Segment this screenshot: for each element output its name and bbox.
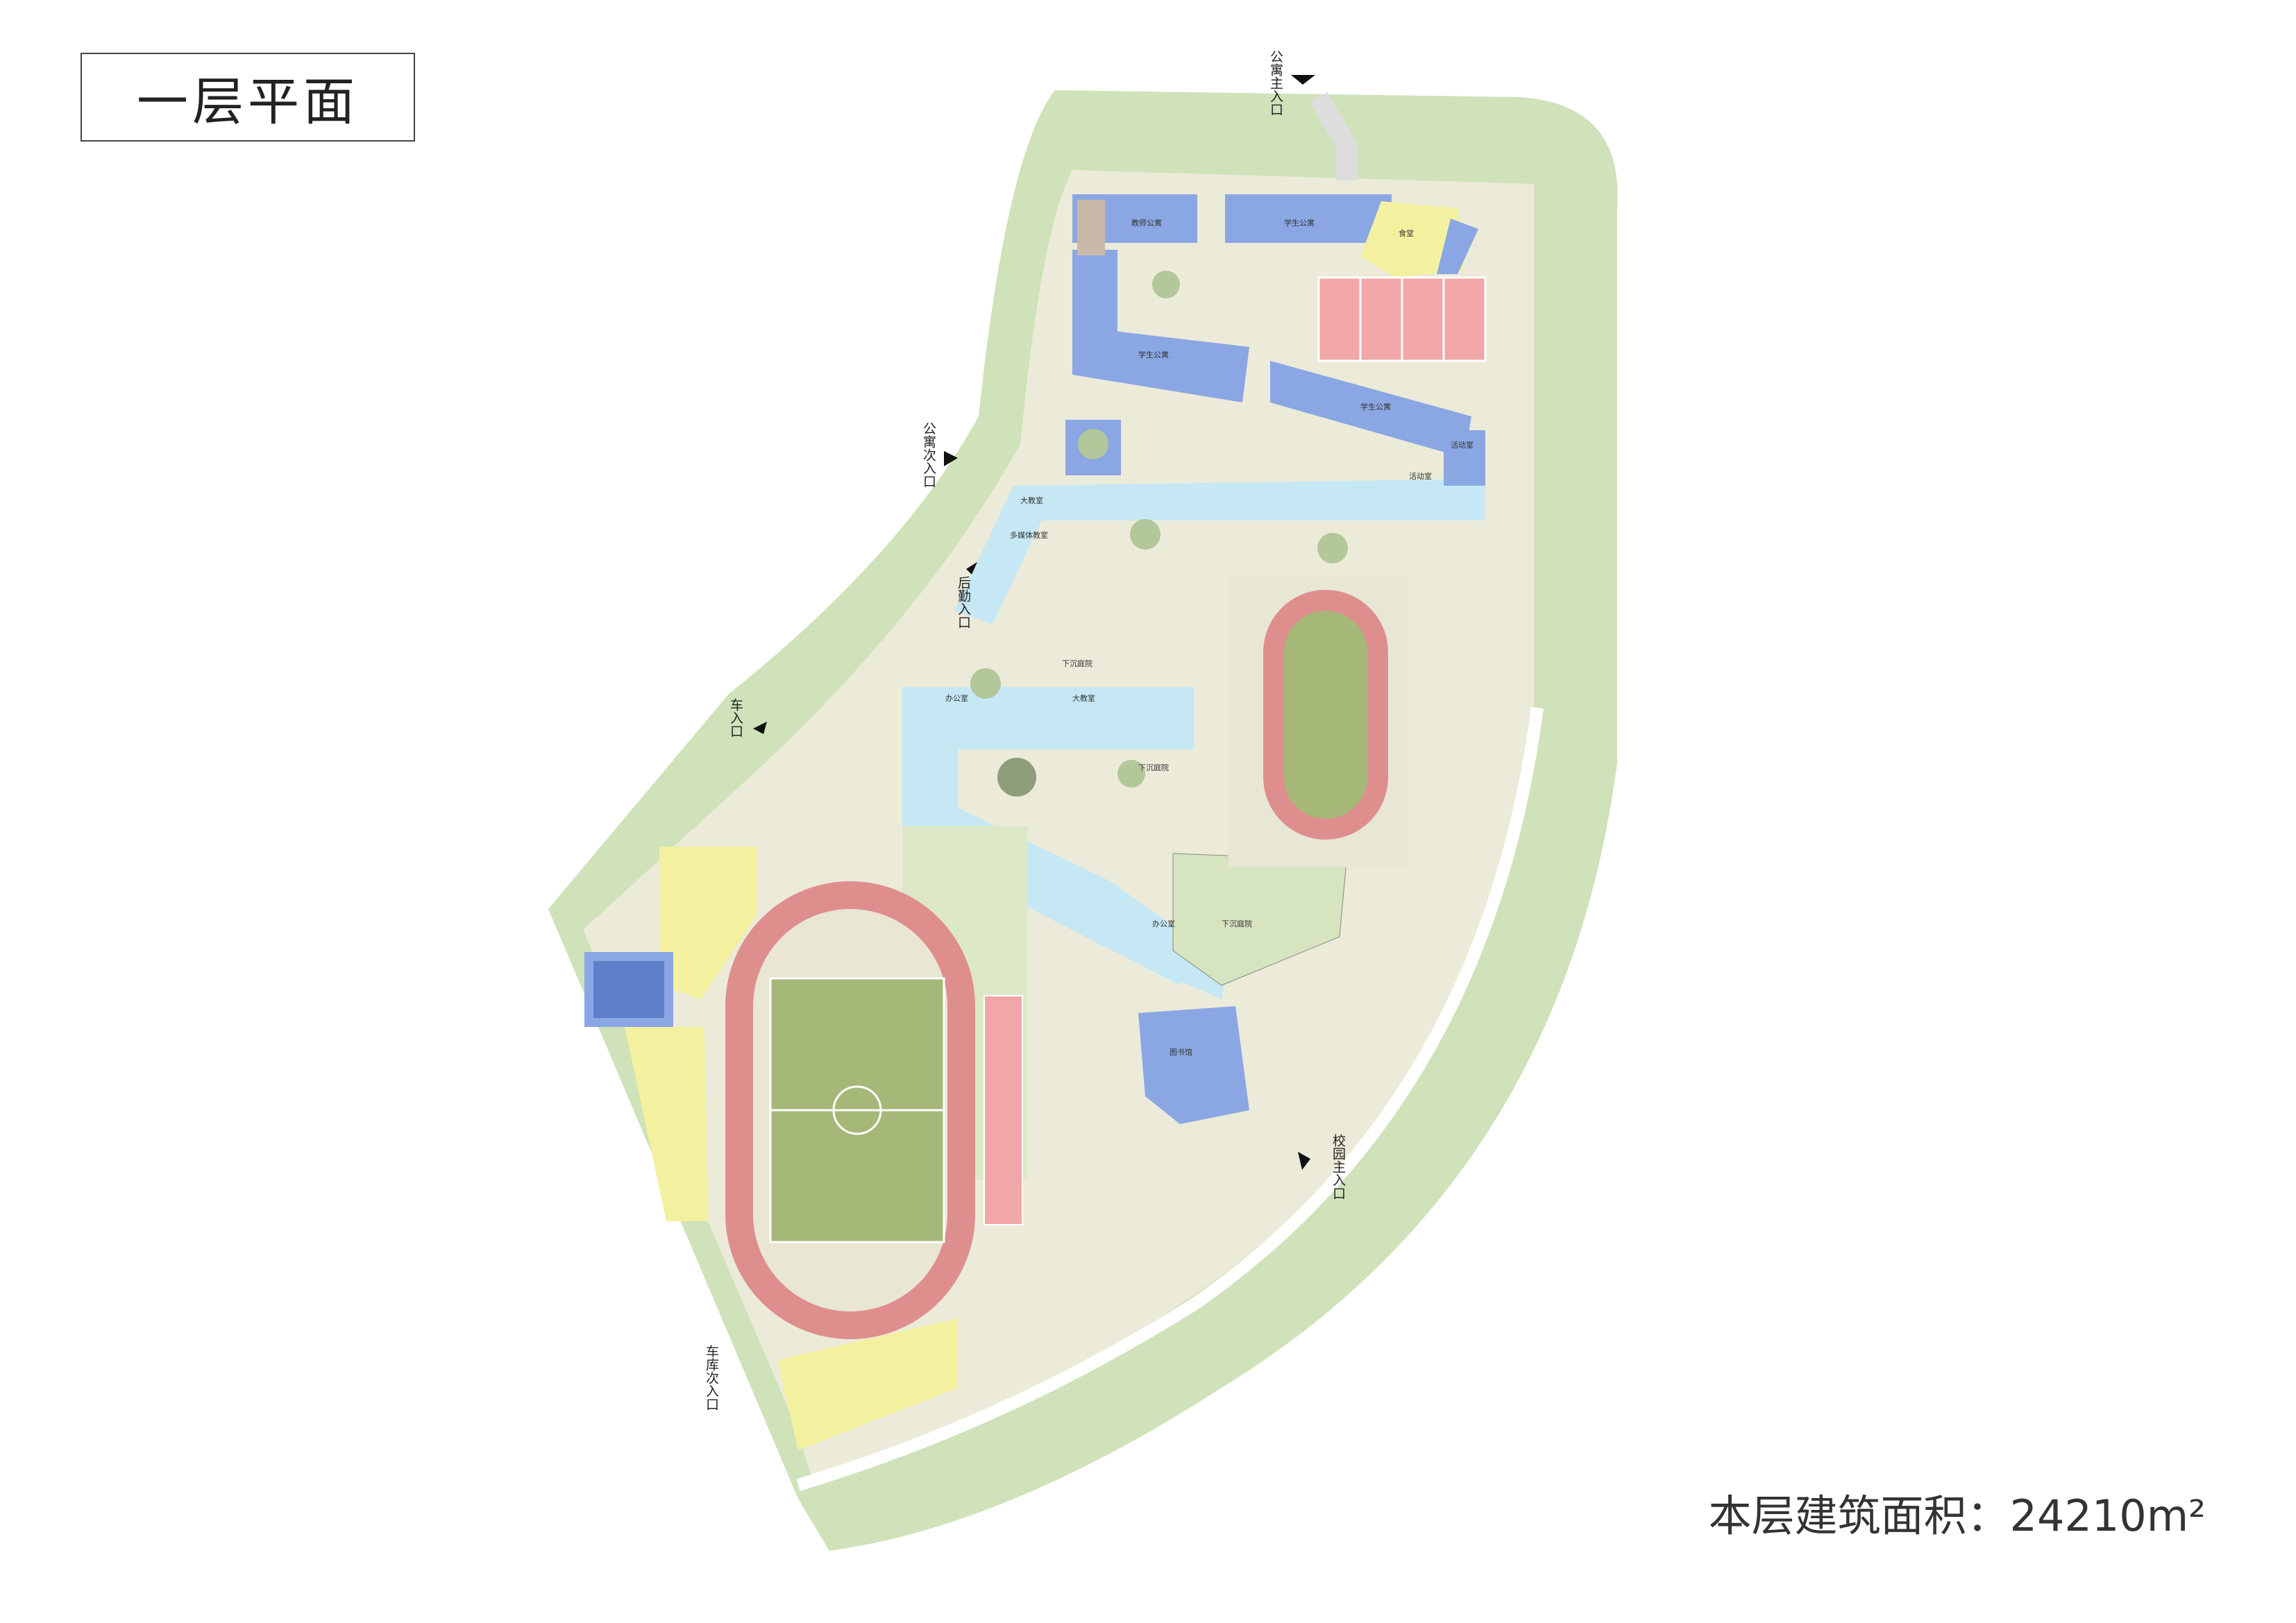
east-track-field xyxy=(1284,611,1367,819)
room-label: 学生公寓 xyxy=(1138,350,1169,359)
pool-lanes xyxy=(593,961,664,1018)
gate-label-campus-main: 校园主入口 xyxy=(1331,1134,1346,1200)
apartment-road xyxy=(1309,92,1357,180)
gate-label-logistics: 后勤入口 xyxy=(956,576,971,629)
apartment-stair-block xyxy=(1077,200,1105,255)
room-label: 多媒体教室 xyxy=(1010,530,1048,540)
library-block xyxy=(1138,1006,1249,1124)
room-label: 学生公寓 xyxy=(1284,218,1315,228)
tree xyxy=(1117,760,1145,788)
room-label: 活动室 xyxy=(1409,471,1432,481)
gate-label-apartment-secondary: 公寓次入口 xyxy=(921,422,936,488)
tree xyxy=(997,758,1036,797)
apartment-block-e xyxy=(1270,361,1471,458)
room-label: 食堂 xyxy=(1399,228,1414,238)
room-label: 办公室 xyxy=(1152,919,1175,928)
internal-road xyxy=(796,706,1544,1491)
page-title: 一层平面 xyxy=(137,71,359,132)
gate-arrow-apartment-secondary xyxy=(944,451,958,466)
room-label: 下沉庭院 xyxy=(1138,763,1169,772)
gym-complex-south xyxy=(777,1318,958,1450)
room-label: 学生公寓 xyxy=(1360,402,1391,411)
room-label: 大教室 xyxy=(1072,693,1095,703)
dining-annex xyxy=(1437,219,1478,274)
tennis-courts xyxy=(1317,276,1487,362)
apartment-block-d xyxy=(1072,326,1249,402)
room-label: 下沉庭院 xyxy=(1222,919,1252,928)
gym-complex-north xyxy=(659,847,757,999)
gate-label-garage-secondary: 车库次入口 xyxy=(704,1345,719,1411)
room-label: 下沉庭院 xyxy=(1062,658,1092,668)
apartment-block-c xyxy=(1072,250,1117,340)
gate-arrow-logistics xyxy=(966,562,977,575)
football-center-circle xyxy=(832,1085,882,1135)
room-label: 教师公寓 xyxy=(1131,218,1162,228)
floor-area-label: 本层建筑面积：24210m² xyxy=(1708,1490,2206,1541)
classroom-wing-southeast xyxy=(1097,909,1229,999)
basketball-courts-east xyxy=(984,995,1023,1225)
gate-label-vehicle: 车入口 xyxy=(728,698,743,738)
tree xyxy=(1078,429,1108,459)
tree xyxy=(970,668,1001,699)
room-label: 办公室 xyxy=(945,693,968,703)
classroom-wing-north xyxy=(1013,479,1485,520)
room-label: 图书馆 xyxy=(1170,1047,1192,1057)
room-label: 大教室 xyxy=(1020,495,1043,505)
title-box: 一层平面 xyxy=(81,53,415,142)
gate-arrow-campus-main xyxy=(1298,1152,1310,1170)
tree xyxy=(1130,519,1160,550)
classroom-wing-diagonal xyxy=(954,486,1055,624)
activity-room-block xyxy=(1444,430,1485,486)
dining-hall-block xyxy=(1360,201,1464,278)
tree xyxy=(1317,533,1348,563)
classroom-wing-middle xyxy=(902,687,1194,749)
room-label: 活动室 xyxy=(1451,440,1474,450)
tree xyxy=(1152,271,1180,298)
apartment-block-b xyxy=(1225,194,1392,243)
gate-arrow-vehicle xyxy=(753,722,767,734)
gym-complex-west xyxy=(625,1027,708,1221)
gate-label-apartment-main: 公寓主入口 xyxy=(1268,50,1283,116)
gate-arrow-apartment-main xyxy=(1291,75,1315,85)
